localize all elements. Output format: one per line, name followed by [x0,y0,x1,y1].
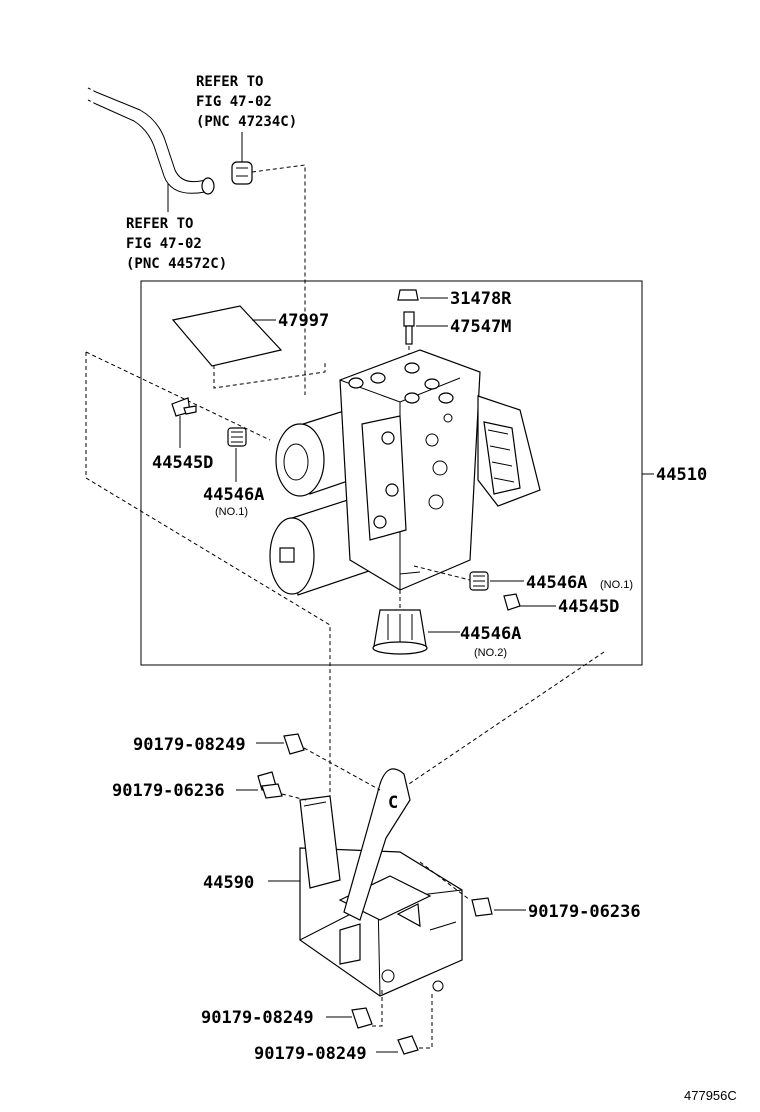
label-44546A-right: 44546A [526,573,587,593]
label-90179-08249-a: 90179-08249 [133,735,246,755]
bolt-44545D-right-icon: 44545D [503,593,619,617]
grommet-44546A-right-icon: 44546A (NO.1) [469,571,633,593]
bolt-90179-06236-b-icon: 90179-06236 [471,897,641,922]
bracket-hook-mark: C [388,793,398,813]
ref-hose-line1: REFER TO [126,216,193,232]
ref-hose-line2: FIG 47-02 [126,236,202,252]
label-44510: 44510 [656,465,707,485]
label-44545D-left: 44545D [152,453,213,473]
brake-hose [87,87,215,195]
label-44590: 44590 [203,873,254,893]
label-90179-06236-b: 90179-06236 [528,902,641,922]
label-47547M: 47547M [450,317,511,337]
label-90179-08249-c: 90179-08249 [254,1044,367,1064]
reference-note-hose: REFER TO FIG 47-02 (PNC 44572C) [126,216,227,272]
bleeder-47547M-icon: 47547M [403,311,511,345]
label-47997: 47997 [278,311,329,331]
label-44546A-left: 44546A [203,485,264,505]
bolt-90179-08249-b-icon: 90179-08249 [201,1007,373,1029]
grommet-44546A-bottom-icon: 44546A (NO.2) [372,609,521,659]
sub-44546A-bottom: (NO.2) [474,647,507,659]
bolt-90179-08249-a-icon: 90179-08249 [133,733,305,755]
ref-clip-line3: (PNC 47234C) [196,114,297,130]
ref-clip-line2: FIG 47-02 [196,94,272,110]
bracket-44590: C [299,768,463,997]
bolt-90179-06236-a-icon: 90179-06236 [112,771,283,801]
label-44546A-bottom: 44546A [460,624,521,644]
actuator-assembly-frame [140,280,643,666]
grommet-44546A-left-icon: 44546A (NO.1) [203,427,264,518]
label-31478R: 31478R [450,289,512,309]
hose-clip-icon [231,132,253,185]
label-44545D-right: 44545D [558,597,619,617]
reference-note-clip: REFER TO FIG 47-02 (PNC 47234C) [196,74,297,130]
bolt-44545D-left-icon: 44545D [152,397,213,473]
bolt-90179-08249-c-icon: 90179-08249 [254,1035,419,1064]
sub-44546A-left: (NO.1) [215,506,248,518]
ref-hose-line3: (PNC 44572C) [126,256,227,272]
figure-number: 477956C [684,1088,737,1103]
abs-actuator-body [269,349,541,596]
cap-31478R-icon: 31478R [397,289,512,309]
label-90179-06236-a: 90179-06236 [112,781,225,801]
ref-clip-line1: REFER TO [196,74,263,90]
sub-44546A-right: (NO.1) [600,579,633,591]
label-plate-47997: 47997 [171,305,329,367]
label-90179-08249-b: 90179-08249 [201,1008,314,1028]
